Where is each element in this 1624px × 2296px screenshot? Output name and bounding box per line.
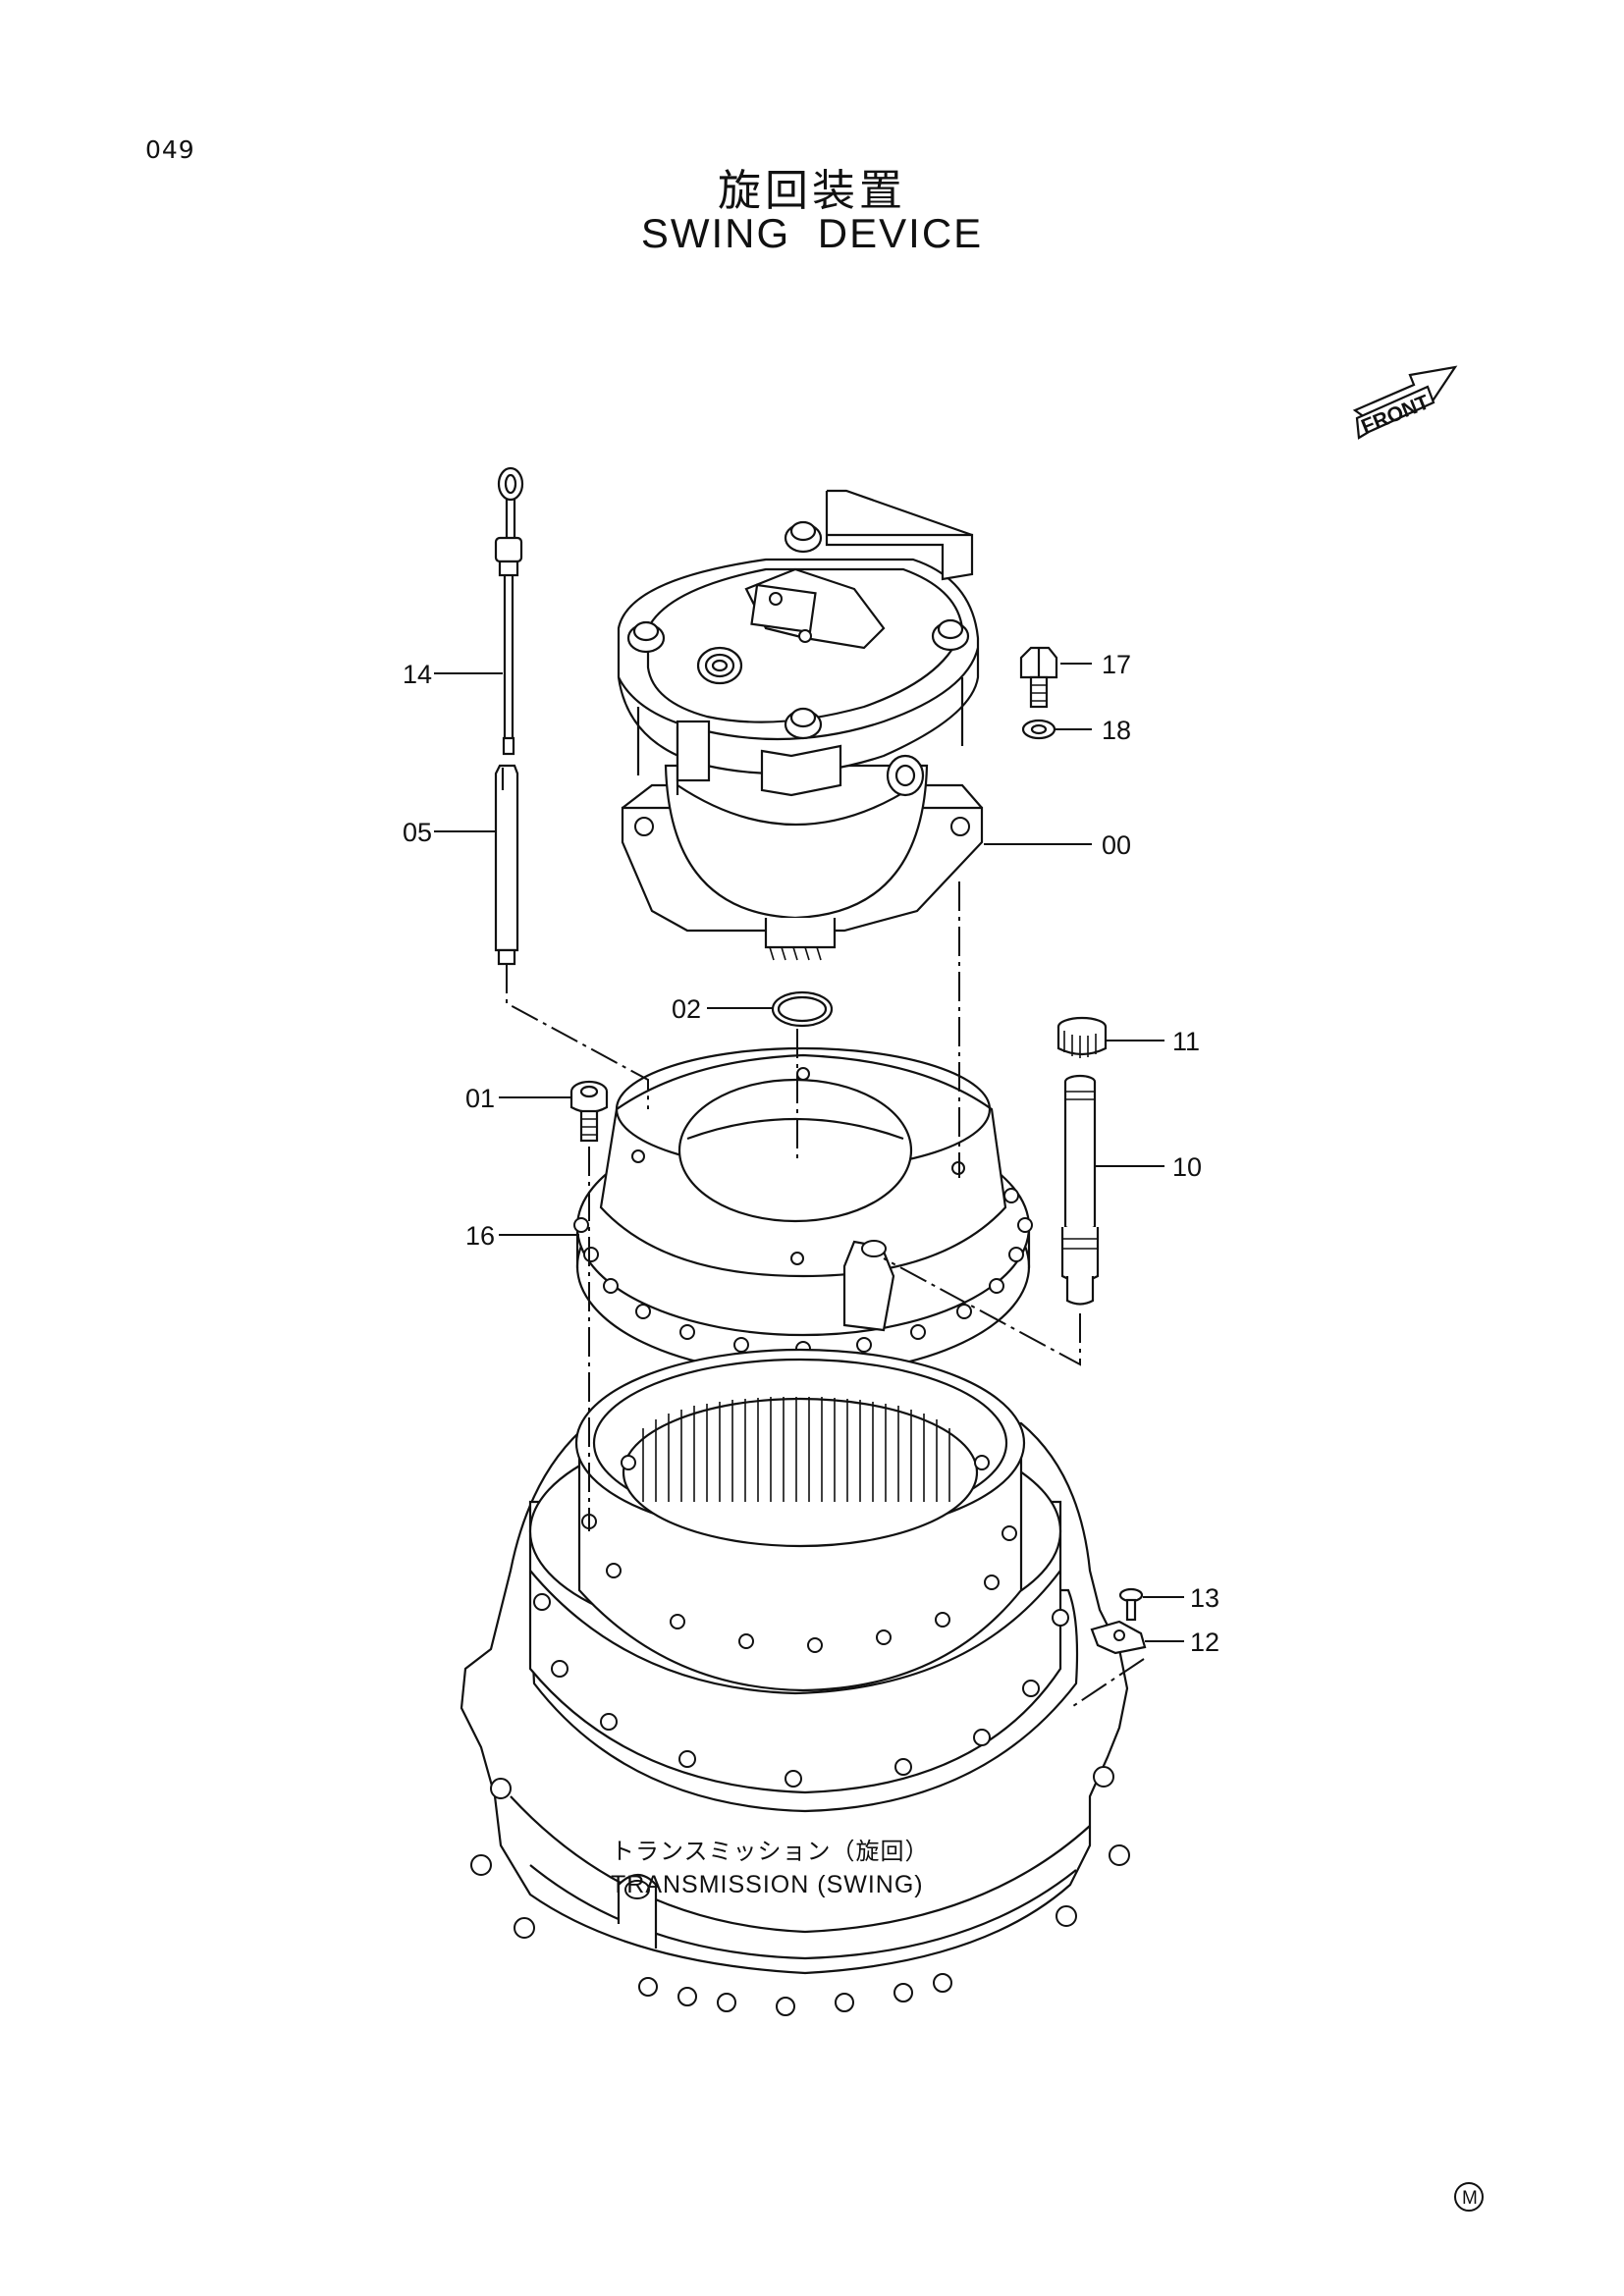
plate-part-12 xyxy=(1090,1620,1147,1655)
swing-motor-part xyxy=(617,489,984,961)
callout-13: 13 xyxy=(1190,1583,1219,1613)
housing-part-16 xyxy=(573,1046,1033,1376)
callout-10: 10 xyxy=(1172,1152,1202,1182)
snap-ring-part xyxy=(771,990,834,1028)
front-arrow-icon: FRONT xyxy=(1352,365,1458,440)
transmission-label-english: TRANSMISSION (SWING) xyxy=(611,1871,924,1898)
callout-11: 11 xyxy=(1172,1027,1200,1056)
callout-leaders xyxy=(434,663,1184,1642)
callout-14: 14 xyxy=(403,660,432,689)
title-english: SWING DEVICE xyxy=(640,210,984,256)
callout-12: 12 xyxy=(1190,1628,1219,1657)
corner-mark-label: M xyxy=(1462,2188,1478,2209)
callout-05: 05 xyxy=(403,818,432,847)
callout-00: 00 xyxy=(1102,830,1131,860)
callout-02: 02 xyxy=(672,994,701,1024)
bolt-part-01 xyxy=(569,1080,609,1143)
dipstick-part xyxy=(494,466,524,756)
pipe-part-10 xyxy=(1060,1074,1100,1306)
corner-m-mark: M xyxy=(1454,2182,1484,2212)
washer-part-18 xyxy=(1021,719,1056,740)
callout-labels: 14 05 17 18 00 02 11 01 10 16 13 12 xyxy=(403,650,1219,1657)
callout-18: 18 xyxy=(1102,716,1131,745)
title-japanese: 旋回装置 xyxy=(718,166,906,216)
transmission-housing xyxy=(460,1348,1130,2016)
callout-01: 01 xyxy=(465,1084,495,1113)
page-number: 049 xyxy=(145,135,195,164)
screw-part-13 xyxy=(1118,1587,1144,1622)
cap-part-11 xyxy=(1056,1016,1108,1058)
assembly-guide-lines xyxy=(506,881,1145,1709)
callout-16: 16 xyxy=(465,1221,495,1251)
callout-17: 17 xyxy=(1102,650,1131,679)
transmission-label-japanese: トランスミッション（旋回） xyxy=(611,1838,930,1865)
bolt-part-17 xyxy=(1019,646,1058,709)
guide-pipe-part xyxy=(494,764,519,966)
